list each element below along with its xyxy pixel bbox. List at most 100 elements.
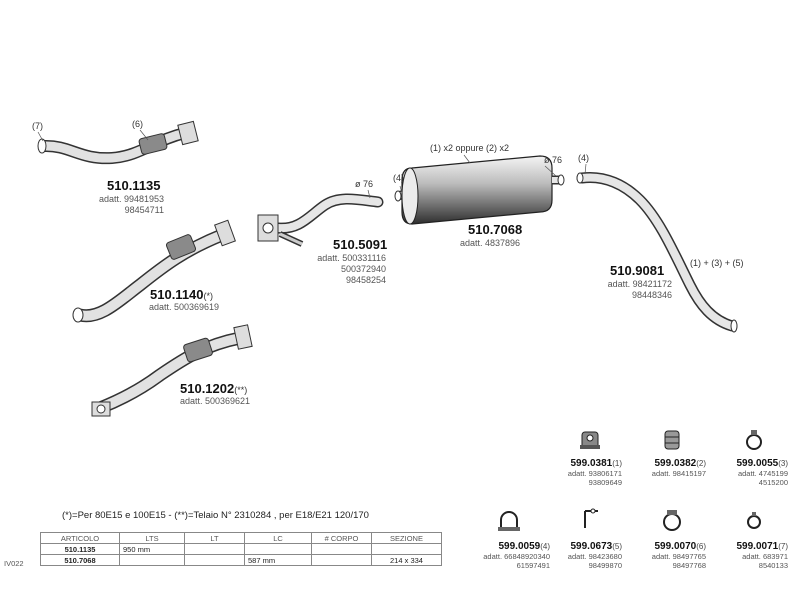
adatt-line: 98454711	[124, 205, 164, 215]
part-510-1202-adatt: adatt. 500369621	[180, 396, 250, 407]
adatt-line: 61597491	[516, 561, 550, 570]
accessory-adatt: adatt. 66848920340 61597491	[472, 552, 550, 570]
pipe-9081-note: (1) + (3) + (5)	[690, 258, 744, 268]
part-510-9081-adatt: adatt. 98421172 98448346	[596, 279, 672, 301]
part-suffix: (**)	[234, 385, 248, 395]
part-510-1140-adatt: adatt. 500369619	[149, 302, 219, 313]
pipe-510-9081	[576, 171, 738, 333]
adatt-line: 93809649	[588, 478, 622, 487]
accessory-adatt: adatt. 93806171 93809649	[556, 469, 622, 487]
accessory-ref: (7)	[778, 542, 788, 551]
table-header: # CORPO	[311, 532, 372, 544]
part-code: 510.1140	[150, 287, 204, 302]
ref-4-9081: (4)	[578, 153, 589, 163]
table-header: LC	[244, 532, 312, 544]
adatt-line: 500372940	[340, 264, 386, 274]
accessory-ref: (1)	[612, 459, 622, 468]
adatt-line: adatt. 99481953	[98, 194, 164, 204]
table-cell: 950 mm	[119, 543, 185, 555]
ring-clamp-icon	[747, 512, 761, 529]
accessory-599-0059[interactable]: 599.0059(4) adatt. 66848920340 61597491	[472, 541, 550, 570]
accessory-code: 599.0070	[654, 541, 697, 552]
adatt-line: adatt. 98497765	[651, 552, 706, 561]
rubber-hanger-icon	[580, 431, 600, 449]
diameter-label-7068: ø 76	[544, 155, 563, 165]
leader-lines	[37, 129, 587, 199]
table-header: LT	[184, 532, 245, 544]
pipe-510-1135	[37, 120, 199, 165]
adatt-line: adatt. 500369619	[149, 302, 220, 312]
accessory-599-0673[interactable]: 599.0673(5) adatt. 98423680 98499870	[556, 541, 622, 570]
adatt-line: adatt. 98415197	[651, 469, 706, 478]
accessory-599-0071[interactable]: 599.0071(7) adatt. 683971 8540133	[722, 541, 789, 570]
bracket-icon	[584, 508, 598, 528]
table-cell	[244, 543, 312, 555]
spec-table: ARTICOLO LTS LT LC # CORPO SEZIONE 510.1…	[40, 532, 442, 566]
table-cell	[184, 543, 245, 555]
table-header: ARTICOLO	[40, 532, 120, 544]
accessory-adatt: adatt. 98415197	[636, 469, 706, 478]
accessory-code: 599.0055	[736, 458, 779, 469]
muffler-510-7068	[394, 155, 565, 225]
table-cell: 587 mm	[244, 554, 312, 566]
table-row: 510.1135 950 mm	[40, 543, 442, 555]
table-cell	[311, 543, 372, 555]
adatt-line: adatt. 500369621	[180, 396, 251, 406]
part-510-7068-adatt: adatt. 4837896	[460, 238, 520, 249]
accessory-code: 599.0059	[498, 541, 541, 552]
part-510-5091[interactable]: 510.5091	[333, 237, 387, 252]
table-cell: 510.7068	[40, 554, 120, 566]
table-cell	[119, 554, 185, 566]
adatt-line: adatt. 4837896	[460, 238, 521, 248]
accessory-adatt: adatt. 4745199 4515200	[722, 469, 788, 487]
adatt-line: adatt. 4745199	[737, 469, 788, 478]
adatt-line: adatt. 500331116	[317, 253, 386, 263]
rubber-mount-icon	[664, 430, 680, 450]
table-cell	[311, 554, 372, 566]
accessory-ref: (3)	[778, 459, 788, 468]
footnote: (*)=Per 80E15 e 100E15 - (**)=Telaio N° …	[62, 510, 369, 521]
part-510-1140[interactable]: 510.1140(*)	[150, 286, 213, 304]
adatt-line: 8540133	[758, 561, 788, 570]
adatt-line: 98458254	[345, 275, 386, 285]
accessory-599-0070[interactable]: 599.0070(6) adatt. 98497765 98497768	[636, 541, 706, 570]
part-510-7068[interactable]: 510.7068	[468, 222, 522, 237]
table-header: SEZIONE	[371, 532, 442, 544]
part-510-9081[interactable]: 510.9081	[610, 263, 664, 278]
ref-7: (7)	[32, 121, 43, 131]
accessory-adatt: adatt. 683971 8540133	[722, 552, 788, 570]
part-code: 510.7068	[468, 222, 523, 237]
u-bolt-clamp-icon	[498, 511, 520, 531]
part-510-1202[interactable]: 510.1202(**)	[180, 380, 247, 398]
adatt-line: 98448346	[631, 290, 672, 300]
part-code: 510.1135	[107, 178, 161, 193]
table-side-label: IV022	[4, 559, 24, 568]
adatt-line: 98497768	[672, 561, 706, 570]
part-code: 510.5091	[333, 237, 388, 252]
table-cell: 510.1135	[40, 543, 120, 555]
pipe-510-1140	[72, 219, 236, 323]
table-cell	[184, 554, 245, 566]
adatt-line: adatt. 98423680	[567, 552, 622, 561]
part-suffix: (*)	[203, 291, 214, 301]
accessory-adatt: adatt. 98423680 98499870	[556, 552, 622, 570]
accessory-ref: (2)	[696, 459, 706, 468]
pipe-510-1202	[91, 324, 253, 417]
accessory-code: 599.0382	[654, 458, 697, 469]
diameter-label-5091: ø 76	[355, 179, 374, 189]
table-cell: 214 x 334	[371, 554, 442, 566]
accessory-599-0055[interactable]: 599.0055(3) adatt. 4745199 4515200	[722, 458, 789, 487]
part-510-1135-adatt: adatt. 99481953 98454711	[92, 194, 164, 216]
adatt-line: 98499870	[588, 561, 622, 570]
accessory-ref: (4)	[540, 542, 550, 551]
accessory-599-0382[interactable]: 599.0382(2) adatt. 98415197	[636, 458, 706, 478]
part-510-1135[interactable]: 510.1135	[107, 178, 161, 193]
adatt-line: adatt. 93806171	[567, 469, 622, 478]
pipe-clamp-icon	[746, 430, 762, 450]
adatt-line: adatt. 683971	[742, 552, 788, 561]
table-header: LTS	[119, 532, 185, 544]
accessory-code: 599.0673	[570, 541, 613, 552]
accessory-599-0381[interactable]: 599.0381(1) adatt. 93806171 93809649	[556, 458, 622, 487]
muffler-variant-note: (1) x2 oppure (2) x2	[430, 143, 510, 153]
